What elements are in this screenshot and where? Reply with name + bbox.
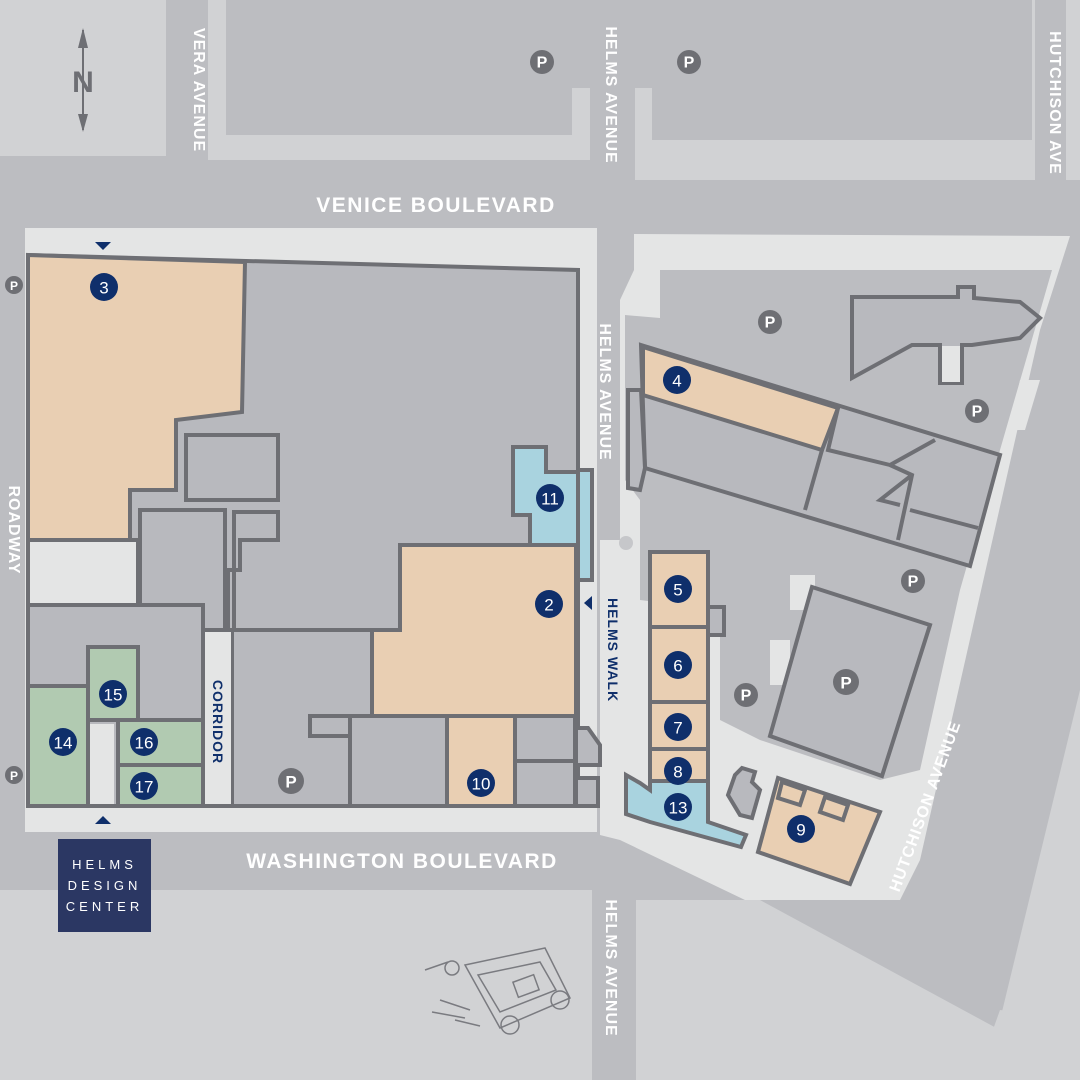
svg-text:13: 13 (669, 799, 688, 818)
walkway (90, 724, 114, 804)
svg-text:8: 8 (673, 763, 682, 782)
marker-17[interactable]: 17 (130, 772, 158, 800)
marker-4[interactable]: 4 (663, 366, 691, 394)
svg-text:P: P (840, 674, 851, 693)
parking-icon: P (901, 569, 925, 593)
label-helms-walk: HELMS WALK (605, 598, 621, 702)
marker-9[interactable]: 9 (787, 815, 815, 843)
svg-text:4: 4 (672, 372, 681, 391)
marker-5[interactable]: 5 (664, 575, 692, 603)
parking-icon: P (758, 310, 782, 334)
svg-text:P: P (741, 688, 752, 705)
street-helms-top: HELMS AVENUE (602, 26, 619, 163)
label-corridor: CORRIDOR (210, 680, 226, 764)
svg-text:5: 5 (673, 581, 682, 600)
street-hutchison-top: HUTCHISON AVE (1046, 31, 1063, 175)
marker-10[interactable]: 10 (467, 769, 495, 797)
marker-3[interactable]: 3 (90, 273, 118, 301)
top-lots (226, 0, 1032, 140)
marker-2[interactable]: 2 (535, 590, 563, 618)
logo-line-3: CENTER (65, 899, 144, 914)
flying-car-illustration (424, 947, 572, 1035)
svg-text:P: P (10, 769, 18, 783)
entrance-arrow-south (95, 816, 111, 824)
bollard (619, 536, 633, 550)
corridor-path (205, 632, 231, 804)
street-helms-bottom: HELMS AVENUE (602, 899, 619, 1036)
marker-7[interactable]: 7 (664, 713, 692, 741)
building-markers: 3 4 11 2 5 6 7 8 13 9 10 14 15 16 17 (49, 273, 815, 843)
parking-icon: P (530, 50, 554, 74)
parking-icon: P (278, 768, 304, 794)
marker-13[interactable]: 13 (664, 793, 692, 821)
entrance-arrow-north (95, 242, 111, 250)
svg-text:14: 14 (54, 734, 73, 753)
svg-text:17: 17 (135, 778, 154, 797)
street-vera: VERA AVENUE (190, 28, 207, 152)
building-2 (370, 543, 578, 718)
marker-8[interactable]: 8 (664, 757, 692, 785)
svg-text:P: P (972, 404, 983, 421)
parking-icon: P (734, 683, 758, 707)
courtyard (942, 346, 960, 382)
entrance-arrow-walk (584, 596, 592, 610)
logo-line-2: DESIGN (67, 878, 142, 893)
svg-text:3: 3 (99, 279, 108, 298)
marker-16[interactable]: 16 (130, 728, 158, 756)
marker-6[interactable]: 6 (664, 651, 692, 679)
parking-markers: P P P P P P P P P P (5, 50, 989, 794)
svg-text:2: 2 (544, 596, 553, 615)
svg-text:10: 10 (472, 775, 491, 794)
svg-text:9: 9 (796, 821, 805, 840)
parking-icon: P (965, 399, 989, 423)
street-washington: WASHINGTON BOULEVARD (246, 850, 558, 873)
svg-text:P: P (10, 279, 18, 293)
parking-icon: P (677, 50, 701, 74)
svg-text:P: P (285, 773, 296, 792)
building-north-east (850, 285, 1043, 385)
street-roadway: ROADWAY (5, 485, 22, 574)
street-helms-mid: HELMS AVENUE (596, 323, 613, 460)
svg-text:P: P (765, 315, 776, 332)
parking-icon: P (833, 669, 859, 695)
curb (770, 640, 790, 685)
helms-design-center-logo: HELMS DESIGN CENTER (58, 839, 151, 932)
svg-text:P: P (908, 574, 919, 591)
marker-14[interactable]: 14 (49, 728, 77, 756)
svg-text:11: 11 (541, 490, 559, 509)
svg-text:7: 7 (673, 719, 682, 738)
marker-15[interactable]: 15 (99, 680, 127, 708)
main-building-complex (26, 252, 602, 808)
svg-text:6: 6 (673, 657, 682, 676)
logo-line-1: HELMS (72, 857, 137, 872)
curb (1010, 380, 1040, 430)
parking-icon: P (5, 276, 23, 294)
svg-text:P: P (684, 55, 695, 72)
svg-text:15: 15 (104, 686, 123, 705)
svg-text:16: 16 (135, 734, 154, 753)
north-compass-icon: N (72, 28, 94, 132)
marker-11[interactable]: 11 (536, 484, 564, 512)
svg-text:P: P (537, 55, 548, 72)
parking-icon: P (5, 766, 23, 784)
street-venice: VENICE BOULEVARD (316, 194, 555, 217)
compass-label: N (72, 66, 94, 99)
